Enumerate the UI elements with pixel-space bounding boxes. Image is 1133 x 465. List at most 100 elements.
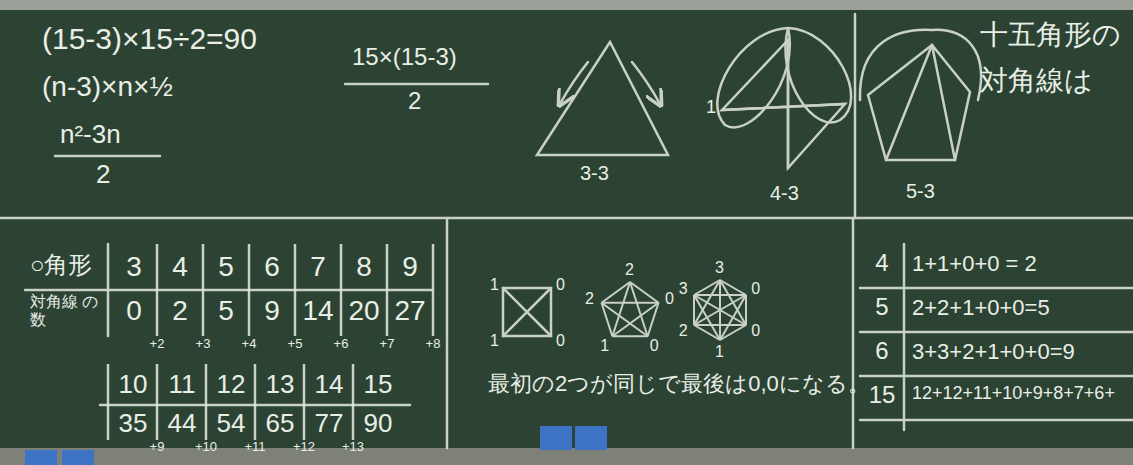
- chalk-text: 2: [679, 322, 688, 340]
- eraser: [25, 450, 57, 465]
- chalk-text: 1: [600, 337, 609, 355]
- table-cell: 4: [159, 252, 201, 283]
- table-line: [860, 287, 1133, 290]
- divider-line: [854, 14, 857, 218]
- chalk-lines: [0, 14, 1133, 448]
- chalk-text: 0: [650, 337, 659, 355]
- polygon-line: [612, 303, 658, 337]
- table-cell: 12: [209, 370, 253, 399]
- table-line: [303, 364, 306, 440]
- denominator: 2: [408, 88, 421, 114]
- table-cell: 54: [209, 409, 253, 438]
- table-cell: 35: [111, 409, 155, 438]
- figure-label: 5-3: [906, 180, 935, 202]
- chalk-tray: [0, 448, 1133, 465]
- table-line: [386, 244, 389, 336]
- formula: (15-3)×15÷2=90: [42, 22, 257, 55]
- table-header: ○角形: [30, 252, 93, 278]
- table-cell: 3+3+2+1+0+0=9: [912, 340, 1075, 364]
- table-line: [903, 244, 906, 430]
- diagonal: [503, 288, 551, 336]
- difference: +3: [188, 337, 218, 351]
- table-cell: 5: [205, 252, 247, 283]
- chalk-text: 0: [665, 290, 674, 308]
- table-cell: 6: [251, 252, 293, 283]
- note: 十五角形の: [980, 20, 1121, 51]
- table-cell: 20: [343, 296, 385, 327]
- table-cell: 3: [113, 252, 155, 283]
- table-cell: 15: [862, 382, 902, 408]
- table-line: [248, 244, 251, 336]
- table-cell: 1+1+0+0 = 2: [912, 252, 1037, 276]
- chalk-text: 0: [751, 322, 760, 340]
- loop: [717, 28, 790, 127]
- table-cell: 9: [251, 296, 293, 327]
- table-cell: 15: [356, 370, 400, 399]
- polygon-line: [630, 282, 648, 336]
- table-line: [340, 244, 343, 336]
- table-line: [352, 364, 355, 440]
- loop: [860, 30, 981, 100]
- denominator: 2: [96, 160, 110, 189]
- figure-label: 3-3: [580, 162, 609, 184]
- difference: +11: [238, 440, 272, 454]
- table-cell: 44: [160, 409, 204, 438]
- table-line: [156, 364, 159, 440]
- table-line: [156, 244, 159, 336]
- numerator: 15×(15-3): [352, 44, 457, 70]
- diagonal: [503, 288, 551, 336]
- table-cell: 77: [307, 409, 351, 438]
- polygon-line: [694, 294, 746, 296]
- table-cell: 2: [159, 296, 201, 327]
- table-cell: 5: [205, 296, 247, 327]
- table-cell: 0: [113, 296, 155, 327]
- arrow: [560, 62, 588, 104]
- square: [503, 288, 551, 336]
- table-cell: 12+12+11+10+9+8+7+6+: [912, 384, 1115, 404]
- chalk-text: 1: [490, 276, 499, 294]
- polygon-line: [612, 282, 630, 336]
- table-cell: 5: [862, 294, 902, 320]
- polygon-figures: [601, 280, 746, 340]
- table-cell: 14: [297, 296, 339, 327]
- chalk-text: 3: [679, 280, 688, 298]
- chalk-text: 1: [715, 343, 724, 361]
- chalk-text: 0: [556, 332, 565, 350]
- difference: +13: [336, 440, 370, 454]
- table-line: [205, 364, 208, 440]
- table-columns: [108, 244, 433, 440]
- polygon-line: [745, 295, 747, 325]
- table-cell: 10: [111, 370, 155, 399]
- diagonal: [886, 45, 932, 160]
- difference: +5: [280, 337, 310, 351]
- table-line: [25, 289, 432, 292]
- polygon-line: [612, 335, 647, 337]
- chalk-text: 3: [715, 259, 724, 277]
- polygon-line: [601, 303, 647, 337]
- fraction-bar: [345, 83, 488, 86]
- table-cell: 90: [356, 409, 400, 438]
- difference: +10: [189, 440, 223, 454]
- table-line: [107, 364, 110, 440]
- diagonal: [722, 104, 845, 110]
- table-cell: 14: [307, 370, 351, 399]
- difference: +8: [418, 337, 448, 351]
- polygon-line: [601, 302, 658, 304]
- table-cell: 7: [297, 252, 339, 283]
- table-cell: 11: [160, 370, 204, 399]
- chalk-text: 2: [625, 261, 634, 279]
- divider-line: [0, 217, 1133, 220]
- table-cell: 2+2+1+0+0=5: [912, 296, 1050, 320]
- polygon-line: [694, 324, 746, 326]
- eraser: [575, 426, 607, 450]
- quadrilateral: [722, 40, 845, 168]
- difference: +6: [326, 337, 356, 351]
- table-line: [254, 364, 257, 440]
- table-cell: 27: [389, 296, 431, 327]
- polygon-line: [720, 295, 746, 340]
- table-header: 対角線 の数: [30, 293, 100, 328]
- fraction-bar: [55, 155, 160, 158]
- formula: (n-3)×n×½: [42, 72, 173, 103]
- eraser: [540, 426, 572, 450]
